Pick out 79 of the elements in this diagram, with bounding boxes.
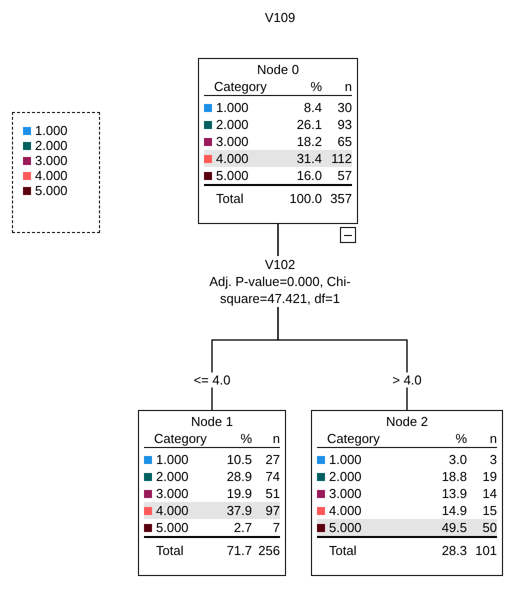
count-value: 112 — [330, 151, 352, 166]
edge-label: <= 4.0 — [192, 372, 232, 388]
percent-value: 3.0 — [448, 452, 467, 467]
column-header: % — [239, 431, 252, 446]
percent-value: 19.9 — [226, 486, 252, 501]
legend-label: 2.000 — [35, 138, 68, 153]
column-header: Category — [326, 431, 381, 446]
percent-value: 31.4 — [296, 151, 322, 166]
count-value: 27 — [264, 452, 280, 467]
percent-value: 10.5 — [226, 452, 252, 467]
category-label: 3.000 — [156, 486, 189, 501]
category-label: 5.000 — [216, 168, 249, 183]
percent-value: 2.7 — [232, 520, 252, 535]
count-value: 57 — [336, 168, 352, 183]
percent-value: 28.9 — [226, 469, 252, 484]
count-value: 30 — [336, 100, 352, 115]
split-info-text: Adj. P-value=0.000, Chi-square=47.421, df=1 — [208, 273, 352, 307]
count-value: 3 — [488, 452, 497, 467]
tree-node-box — [198, 58, 358, 224]
count-value: 97 — [264, 503, 280, 518]
category-label: 5.000 — [329, 520, 362, 535]
legend-label: 3.000 — [35, 153, 68, 168]
node-heading: Node 0 — [256, 62, 300, 77]
split-info-text: V102 — [264, 256, 296, 273]
category-label: 3.000 — [329, 486, 362, 501]
tree-node-box — [311, 410, 503, 576]
column-header: n — [488, 431, 497, 446]
tree-title: V109 — [264, 10, 296, 25]
category-label: 3.000 — [216, 134, 249, 149]
count-value: 7 — [272, 520, 280, 535]
count-value: 357 — [329, 191, 352, 206]
column-header: Category — [213, 79, 268, 94]
count-value: 19 — [482, 469, 497, 484]
percent-value: 37.9 — [226, 503, 252, 518]
category-label: 5.000 — [156, 520, 189, 535]
percent-value: 18.8 — [440, 469, 467, 484]
category-label: 2.000 — [329, 469, 362, 484]
percent-value: 26.1 — [296, 117, 322, 132]
legend-label: 5.000 — [35, 183, 68, 198]
column-header: % — [309, 79, 322, 94]
percent-value: 71.7 — [226, 543, 252, 558]
tree-node-box — [138, 410, 286, 576]
percent-value: 28.3 — [440, 543, 467, 558]
percent-value: 14.9 — [440, 503, 467, 518]
category-label: 1.000 — [216, 100, 249, 115]
column-header: n — [344, 79, 352, 94]
edge-label: > 4.0 — [390, 372, 424, 388]
percent-value: 13.9 — [440, 486, 467, 501]
count-value: 51 — [264, 486, 280, 501]
node-heading: Node 2 — [385, 414, 429, 429]
count-value: 256 — [257, 543, 280, 558]
count-value: 50 — [482, 520, 497, 535]
column-header: % — [454, 431, 467, 446]
percent-value: 49.5 — [440, 520, 467, 535]
count-value: 15 — [482, 503, 497, 518]
category-label: 2.000 — [216, 117, 249, 132]
total-label: Total — [155, 543, 184, 558]
column-header: Category — [153, 431, 208, 446]
category-label: 4.000 — [216, 151, 249, 166]
category-label: 1.000 — [156, 452, 189, 467]
count-value: 65 — [336, 134, 352, 149]
node-heading: Node 1 — [190, 414, 234, 429]
percent-value: 16.0 — [296, 168, 322, 183]
percent-value: 8.4 — [302, 100, 322, 115]
count-value: 74 — [264, 469, 280, 484]
legend-label: 1.000 — [35, 123, 68, 138]
category-label: 4.000 — [156, 503, 189, 518]
count-value: 101 — [474, 543, 497, 558]
total-label: Total — [328, 543, 358, 558]
category-label: 4.000 — [329, 503, 362, 518]
category-label: 2.000 — [156, 469, 189, 484]
count-value: 14 — [482, 486, 497, 501]
column-header: n — [272, 431, 280, 446]
count-value: 93 — [336, 117, 352, 132]
category-label: 1.000 — [329, 452, 362, 467]
total-label: Total — [215, 191, 244, 206]
legend-label: 4.000 — [35, 168, 68, 183]
percent-value: 18.2 — [296, 134, 322, 149]
percent-value: 100.0 — [288, 191, 322, 206]
